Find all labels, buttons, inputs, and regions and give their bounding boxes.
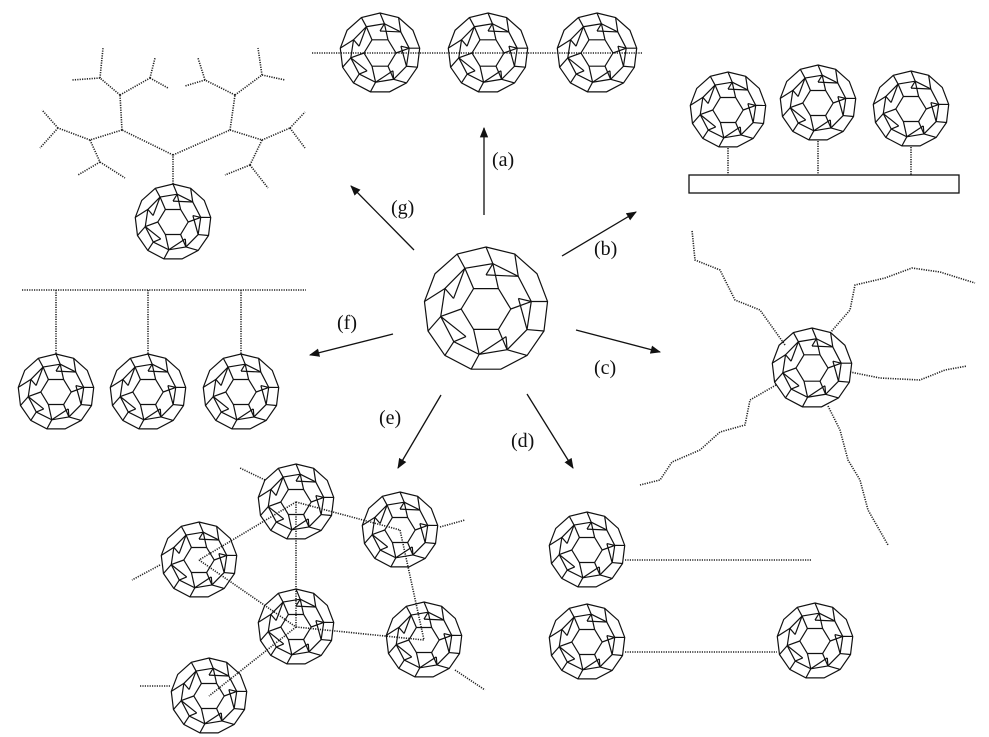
dendrimer-branch-22 xyxy=(77,161,101,176)
label-f: (f) xyxy=(337,312,357,334)
network-fullerene-4 xyxy=(257,588,335,665)
side-chain-fullerene-1 xyxy=(17,353,95,430)
dendrimer-branch-27 xyxy=(261,74,286,81)
end-capped-fullerene-2 xyxy=(548,603,626,680)
dendrimer-branch-7 xyxy=(229,129,263,141)
network-fullerene-1 xyxy=(257,463,335,540)
arrows-layer xyxy=(308,126,662,469)
label-g: (g) xyxy=(391,197,414,219)
arrow-c xyxy=(575,329,662,354)
dendrimer-branch-24 xyxy=(197,57,206,81)
network-link-6 xyxy=(399,529,425,641)
dendrimer-branch-28 xyxy=(289,111,306,129)
dendrimer-branch-10 xyxy=(57,127,91,141)
links-layer xyxy=(22,47,976,697)
arrow-e xyxy=(397,394,442,469)
network-link-4 xyxy=(198,559,297,628)
label-a: (a) xyxy=(492,149,514,171)
network-link-2 xyxy=(198,501,297,561)
network-link-7 xyxy=(208,626,297,697)
network-dangling-4 xyxy=(454,669,486,691)
dendrimer-branch-21 xyxy=(39,127,59,149)
fullerenes-layer xyxy=(17,12,950,734)
star-core-fullerene xyxy=(771,327,853,408)
surface-fullerene-1 xyxy=(689,71,767,148)
network-dangling-2 xyxy=(439,519,466,528)
dendrimer-branch-18 xyxy=(149,57,156,79)
star-arm-5 xyxy=(639,384,777,486)
dendrimer-branch-11 xyxy=(89,139,101,163)
side-chain-fullerene-2 xyxy=(109,353,187,430)
surface-fullerene-2 xyxy=(779,64,857,141)
dendrimer-branch-6 xyxy=(229,94,236,131)
dendrimer-branch-5 xyxy=(89,129,123,141)
network-fullerene-2 xyxy=(361,491,439,568)
dendrimer-branch-16 xyxy=(71,77,101,81)
star-arm-3 xyxy=(849,365,968,381)
arrow-g xyxy=(350,185,415,251)
dendrimer-branch-30 xyxy=(224,164,251,176)
dendrimer-branch-29 xyxy=(289,127,306,149)
end-capped-fullerene-3 xyxy=(776,602,854,679)
dendrimer-branch-23 xyxy=(99,161,126,179)
dendrimer-branch-17 xyxy=(99,47,104,79)
fullerene-icon xyxy=(423,246,549,370)
dendrimer-branch-13 xyxy=(234,74,263,96)
arrow-d xyxy=(526,393,574,469)
main-chain-fullerene-1 xyxy=(339,12,421,93)
dendrimer-branch-19 xyxy=(149,77,169,89)
network-link-1 xyxy=(295,501,401,531)
surface-fullerene-3 xyxy=(872,70,950,147)
dendrimer-branch-8 xyxy=(99,77,121,96)
arrow-b xyxy=(561,211,637,257)
dendrimer-branch-2 xyxy=(121,129,174,156)
dendrimer-core-fullerene xyxy=(134,183,212,260)
network-fullerene-5 xyxy=(385,601,463,678)
main-chain-fullerene-3 xyxy=(556,12,638,93)
network-dangling-3 xyxy=(131,564,161,581)
star-arm-4 xyxy=(827,405,889,546)
label-d: (d) xyxy=(511,430,534,452)
star-arm-1 xyxy=(691,229,786,346)
label-b: (b) xyxy=(594,238,617,260)
dendrimer-branch-20 xyxy=(41,109,59,129)
network-link-5 xyxy=(295,626,425,641)
network-fullerene-6 xyxy=(170,657,248,734)
end-capped-fullerene-1 xyxy=(548,511,626,588)
star-arm-2 xyxy=(829,267,976,334)
dendrimer-branch-12 xyxy=(204,79,236,96)
side-chain-fullerene-3 xyxy=(202,353,280,430)
surface-substrate xyxy=(688,174,960,194)
dendrimer-branch-9 xyxy=(119,77,151,96)
label-e: (e) xyxy=(379,407,401,429)
dendrimer-branch-15 xyxy=(249,139,263,166)
dendrimer-branch-4 xyxy=(119,94,123,131)
main-chain-fullerene-2 xyxy=(447,12,529,93)
network-dangling-1 xyxy=(239,467,266,481)
arrow-f xyxy=(308,333,394,357)
dendrimer-branch-26 xyxy=(257,47,263,76)
dendrimer-branch-14 xyxy=(261,127,291,141)
dendrimer-branch-25 xyxy=(184,79,206,87)
dendrimer-branch-31 xyxy=(249,164,269,189)
network-fullerene-3 xyxy=(160,521,238,598)
label-c: (c) xyxy=(594,357,616,379)
dendrimer-branch-3 xyxy=(172,129,231,156)
